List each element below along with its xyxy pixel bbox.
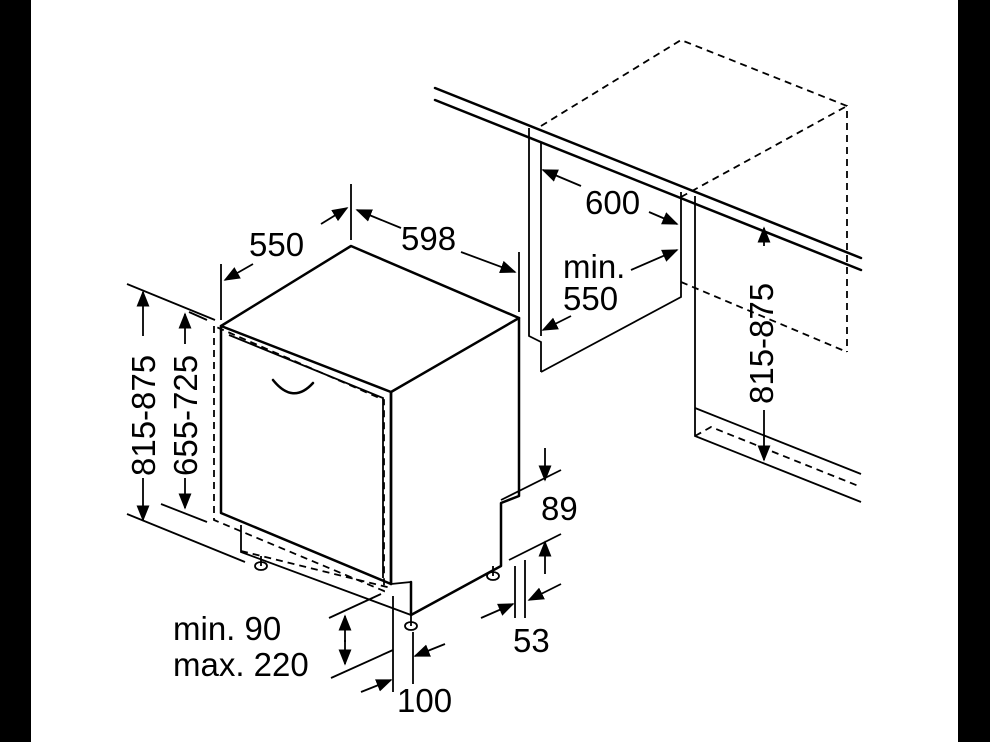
drawing-canvas: 550 598 600 min. 550 815-875 815-875 655… [31,0,958,742]
plinth-height-label: 89 [541,490,578,527]
plinth-offset-label: 53 [513,622,550,659]
cabinet-niche [433,38,863,503]
dishwasher-body [213,244,521,631]
foot-height-label-line1: min. 90 [173,610,281,647]
door-height-label: 655-725 [167,355,204,476]
niche-height-left-label: 815-875 [125,355,162,476]
dimension-lines [126,169,771,693]
depth-label: 550 [249,226,304,263]
niche-height-right-label: 815-875 [743,283,780,404]
foot-height-label-line2: max. 220 [173,646,309,683]
width-label: 598 [401,220,456,257]
dishwasher-installation-diagram: 550 598 600 min. 550 815-875 815-875 655… [125,38,863,719]
min-depth-label-line1: min. [563,248,625,285]
door-handle-icon [271,378,315,395]
foot-depth-label: 100 [397,682,452,719]
min-depth-label-line2: 550 [563,280,618,317]
cabinet-width-label: 600 [585,184,640,221]
